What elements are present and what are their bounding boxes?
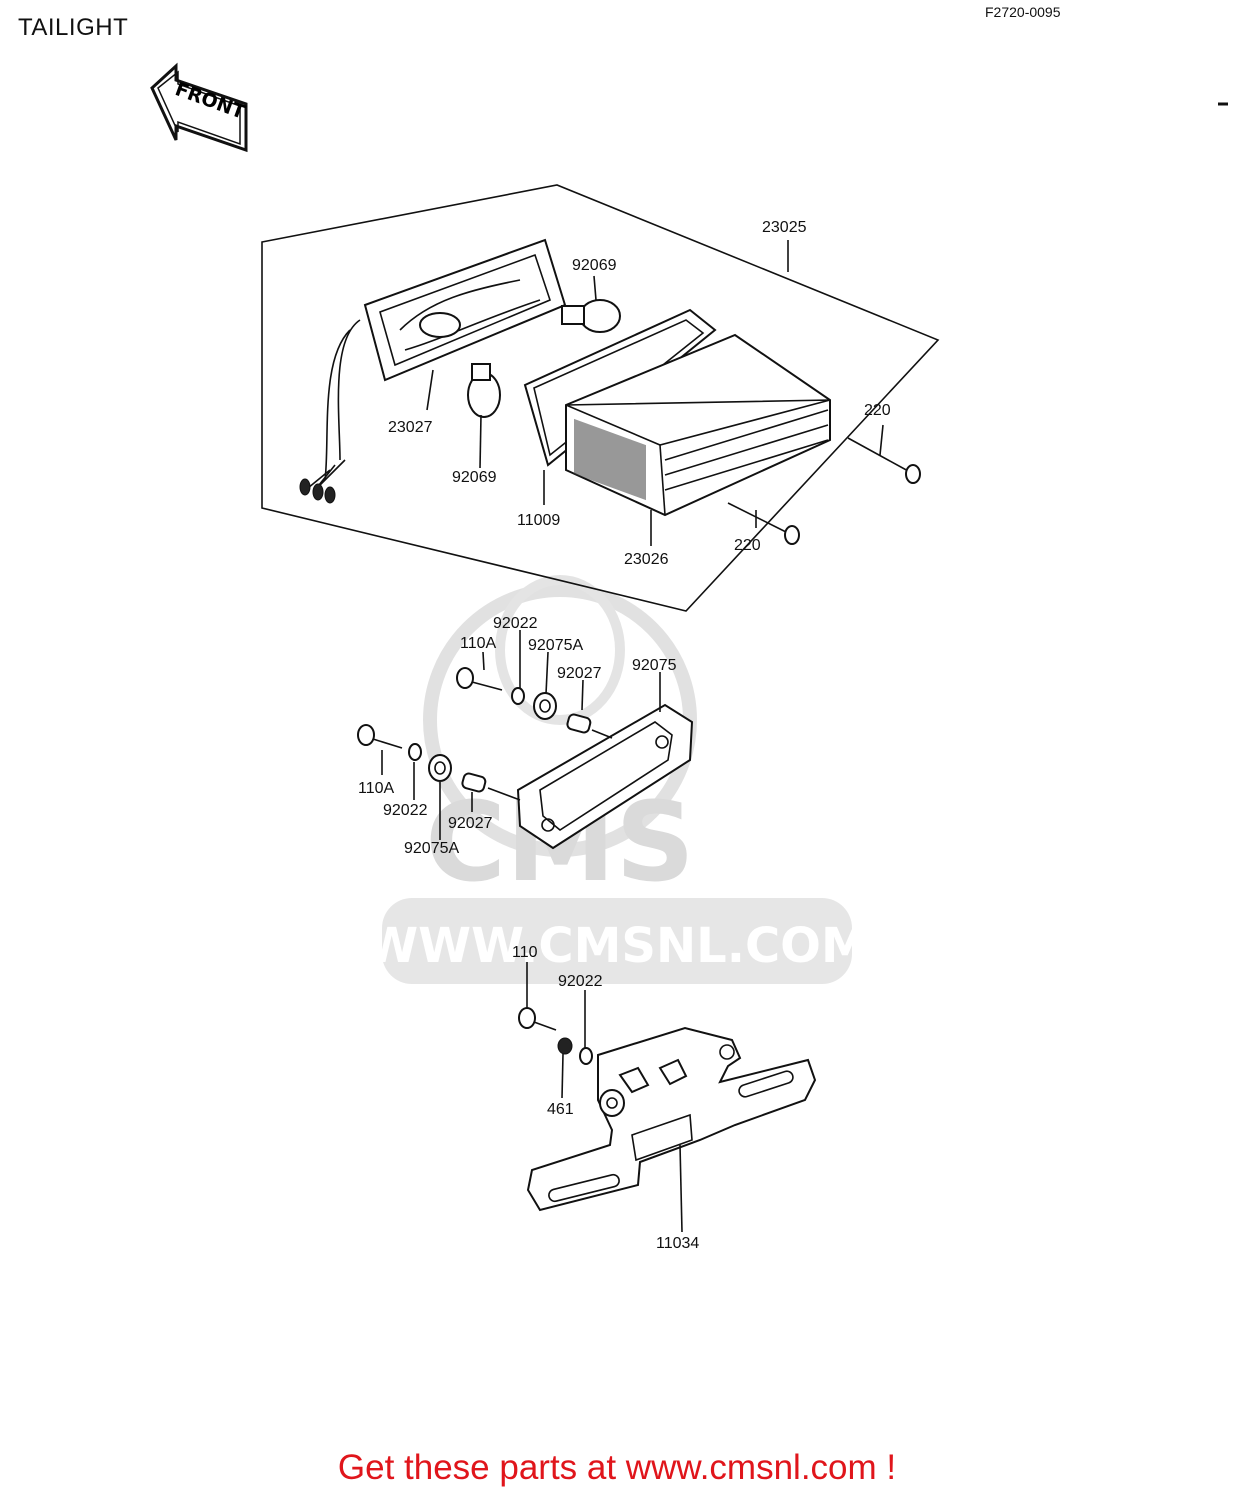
callout-92022-top: 92022 — [493, 615, 538, 632]
tail-lens-23026 — [565, 333, 831, 517]
bolt-110 — [518, 1007, 557, 1031]
callout-92069-bottom: 92069 — [452, 469, 497, 486]
callout-110a-left: 110A — [358, 780, 395, 797]
bulb-92069-top — [561, 299, 621, 333]
callout-11009: 11009 — [517, 512, 560, 529]
nut-461 — [557, 1037, 573, 1055]
base-plate-92075 — [516, 703, 694, 850]
watermark-url: WWW.CMSNL.COM — [365, 918, 869, 974]
diagram-title: TAILIGHT — [18, 14, 129, 41]
callout-110a-top: 110A — [460, 635, 497, 652]
callout-92075a-left: 92075A — [404, 840, 459, 857]
callout-92075: 92075 — [632, 657, 677, 674]
callout-92027-top: 92027 — [557, 665, 602, 682]
callout-220-top: 220 — [864, 402, 891, 419]
collar-92027-left — [461, 772, 487, 793]
callout-11034: 11034 — [656, 1235, 699, 1252]
promo-footer-link[interactable]: Get these parts at www.cmsnl.com ! — [337, 1448, 897, 1487]
callout-92022-left: 92022 — [383, 802, 428, 819]
front-arrow-icon: FRONT — [150, 62, 248, 153]
collar-92027-top — [566, 713, 592, 734]
washer-92022-left — [408, 743, 422, 761]
callout-92022-bracket: 92022 — [558, 973, 603, 990]
washer-92022-top — [511, 687, 525, 705]
bolt-110a-left — [357, 724, 403, 749]
bulb-92069-bottom — [467, 363, 501, 418]
callout-23026: 23026 — [624, 551, 669, 568]
callout-220-bottom: 220 — [734, 537, 761, 554]
diagram-code: F2720-0095 — [985, 4, 1061, 20]
callout-23025: 23025 — [762, 219, 807, 236]
callout-23027: 23027 — [388, 419, 433, 436]
grommet-92075a-left — [428, 754, 452, 782]
callout-461: 461 — [547, 1101, 574, 1118]
screw-220-top — [847, 437, 921, 484]
callout-110: 110 — [512, 944, 538, 961]
callout-92075a-top: 92075A — [528, 637, 583, 654]
license-bracket-11034 — [526, 1026, 817, 1212]
grommet-92075a-top — [533, 692, 557, 720]
assembly-frame — [261, 184, 940, 612]
callout-92027-left: 92027 — [448, 815, 493, 832]
washer-92022-bracket — [579, 1047, 593, 1065]
callout-92069-top: 92069 — [572, 257, 617, 274]
bolt-110a-top — [456, 667, 503, 691]
screw-220-bottom — [727, 502, 800, 545]
